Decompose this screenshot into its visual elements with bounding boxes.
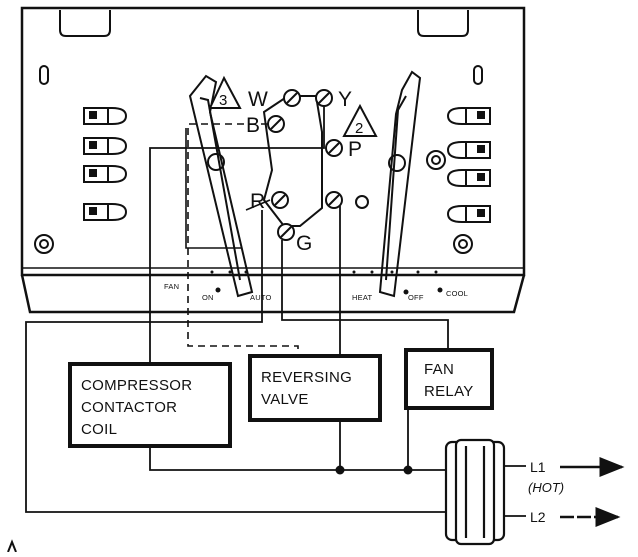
terminal-screw-w [283, 89, 301, 107]
power-label-l1: L1 [530, 459, 546, 475]
terminal-screw-g [277, 223, 295, 241]
fan-relay-label-line2: RELAY [424, 383, 474, 400]
marker-number-left: 3 [219, 92, 227, 109]
terminal-label-y: Y [338, 88, 352, 111]
terminal-plate [262, 95, 323, 227]
fan-relay-label-line1: FAN [424, 361, 454, 378]
caret-mark [7, 539, 17, 553]
subbase-outline [20, 6, 526, 314]
compressor-label-line1: COMPRESSOR [81, 377, 192, 394]
switch-label-heat: HEAT [352, 293, 372, 302]
switch-label-on: ON [202, 293, 214, 302]
terminal-label-g: G [296, 232, 312, 255]
marker-triangle-right [342, 103, 378, 137]
switch-label-fan: FAN [164, 282, 179, 291]
marker-triangle-left [208, 75, 242, 109]
mounting-hole-right [453, 234, 473, 254]
terminal-screws [267, 89, 343, 241]
side-clips-right [446, 107, 491, 223]
transformer [444, 438, 506, 546]
terminal-label-r: R [250, 190, 265, 213]
mounting-slot-left [39, 65, 49, 85]
terminal-label-p: P [348, 138, 362, 161]
junction-dots [335, 465, 413, 475]
reversing-valve-box: REVERSING VALVE [248, 354, 382, 422]
dashed-b-wire [187, 123, 299, 356]
compressor-contactor-coil-box: COMPRESSOR CONTACTOR COIL [68, 362, 232, 448]
switch-label-cool: COOL [446, 289, 468, 298]
terminal-screw-right [325, 191, 343, 209]
side-clips-left [83, 107, 128, 221]
marker-number-right: 2 [355, 120, 363, 137]
mounting-slot-right [473, 65, 483, 85]
mounting-hole-left [34, 234, 54, 254]
power-label-hot: (HOT) [528, 480, 564, 495]
switch-position-dots [210, 270, 443, 295]
terminal-screw-p [325, 139, 343, 157]
mounting-hole-right-mid [426, 150, 446, 170]
compressor-label-line2: CONTACTOR [81, 399, 177, 416]
power-leads [504, 465, 526, 517]
power-label-l2: L2 [530, 509, 546, 525]
terminal-screw-y [315, 89, 333, 107]
switch-label-off: OFF [408, 293, 424, 302]
top-tab-left [59, 10, 111, 37]
terminal-spare-hole [355, 195, 369, 209]
top-tab-right [417, 10, 469, 37]
terminal-label-b: B [246, 114, 260, 137]
terminal-screw-r [271, 191, 289, 209]
switch-label-auto: AUTO [250, 293, 272, 302]
reversing-label-line2: VALVE [261, 391, 309, 408]
fan-relay-box: FAN RELAY [404, 348, 494, 410]
system-switch-lever [378, 70, 422, 298]
reversing-label-line1: REVERSING [261, 369, 352, 386]
subbase-wires [185, 128, 271, 249]
compressor-label-line3: COIL [81, 421, 117, 438]
terminal-screw-b [267, 115, 285, 133]
terminal-label-w: W [248, 88, 268, 111]
fan-switch-lever [188, 74, 254, 298]
